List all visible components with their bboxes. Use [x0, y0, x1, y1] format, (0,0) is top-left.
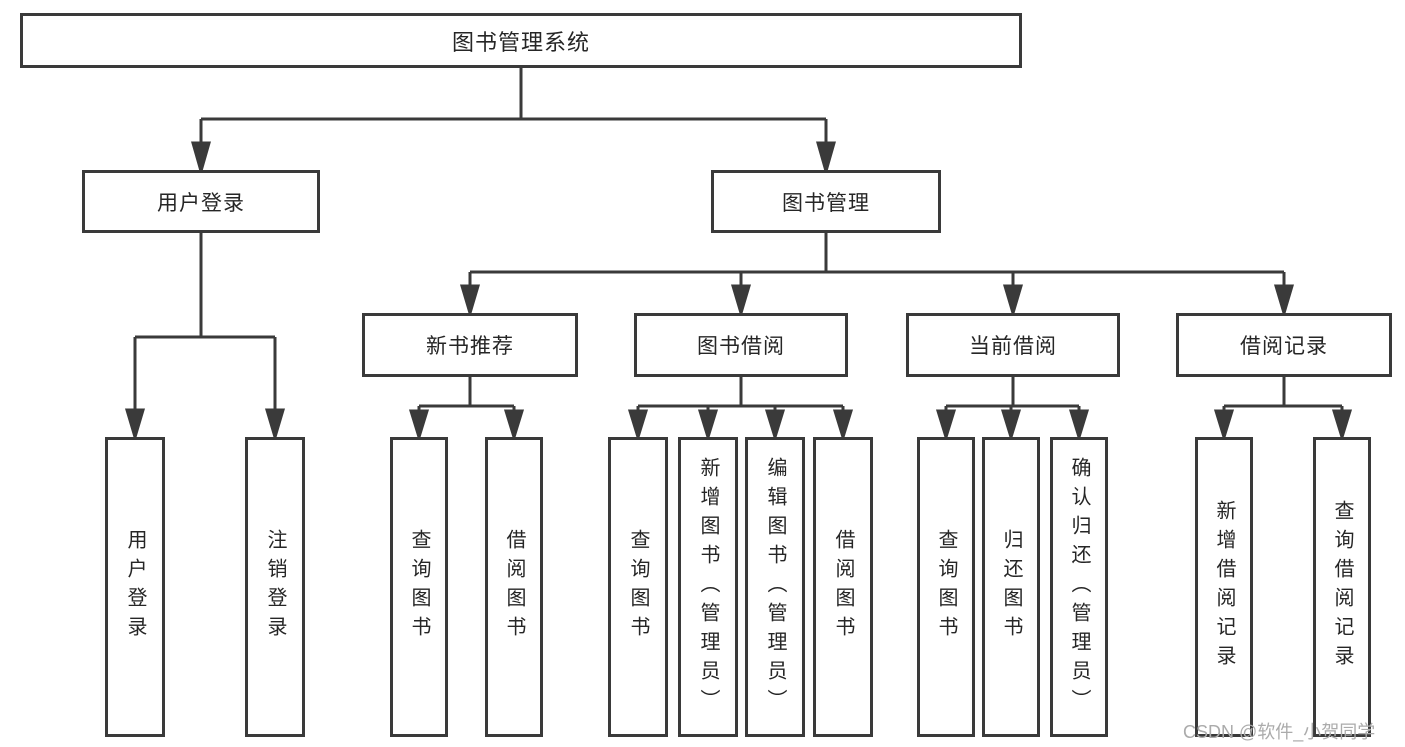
- leaf-label: 新增借阅记录: [1213, 500, 1235, 674]
- connector-borrow-records-to-leaves: [1213, 377, 1353, 443]
- arrowhead: [124, 408, 146, 443]
- node-new-book-recommend: 新书推荐: [362, 313, 578, 377]
- leaf-label: 新增图书（管理员）: [697, 456, 719, 718]
- arrowhead: [459, 284, 481, 319]
- leaf-logout: 注销登录: [245, 437, 305, 737]
- arrowhead: [1273, 284, 1295, 319]
- leaf-confirm-return-admin: 确认归还（管理员）: [1050, 437, 1108, 737]
- leaf-label: 借阅图书: [503, 529, 525, 645]
- node-root-system: 图书管理系统: [20, 13, 1022, 68]
- arrowhead: [1002, 284, 1024, 319]
- node-book-borrow: 图书借阅: [634, 313, 848, 377]
- arrowhead: [408, 409, 430, 443]
- connector-new-book-to-leaves: [408, 377, 525, 443]
- node-borrow-records: 借阅记录: [1176, 313, 1392, 377]
- connector-user-login-to-leaves: [124, 233, 286, 443]
- csdn-watermark: CSDN @软件_小贺同学: [1183, 722, 1376, 742]
- arrowhead: [935, 409, 957, 443]
- leaf-label: 确认归还（管理员）: [1068, 456, 1090, 718]
- arrowhead: [503, 409, 525, 443]
- arrowhead: [697, 409, 719, 443]
- leaf-label: 查询图书: [935, 529, 957, 645]
- leaf-edit-book-admin: 编辑图书（管理员）: [745, 437, 805, 737]
- leaf-add-book-admin: 新增图书（管理员）: [678, 437, 738, 737]
- connector-book-management-to-level3: [459, 233, 1295, 319]
- leaf-label: 查询图书: [408, 529, 430, 645]
- arrowhead: [627, 409, 649, 443]
- leaf-add-borrow-record: 新增借阅记录: [1195, 437, 1253, 737]
- leaf-query-books-borrow: 查询图书: [608, 437, 668, 737]
- arrowhead: [264, 408, 286, 443]
- node-book-management: 图书管理: [711, 170, 941, 233]
- leaf-return-books: 归还图书: [982, 437, 1040, 737]
- leaf-borrow-books-borrow: 借阅图书: [813, 437, 873, 737]
- leaf-user-login: 用户登录: [105, 437, 165, 737]
- arrowhead: [191, 141, 211, 177]
- connector-book-borrow-to-leaves: [627, 377, 854, 443]
- leaf-label: 编辑图书（管理员）: [764, 456, 786, 718]
- arrowhead: [1000, 409, 1022, 443]
- leaf-label: 注销登录: [264, 529, 286, 645]
- arrowhead: [832, 409, 854, 443]
- arrowhead: [1068, 409, 1090, 443]
- connector-root-to-level2: [191, 68, 836, 177]
- arrowhead: [816, 141, 836, 177]
- leaf-query-borrow-record: 查询借阅记录: [1313, 437, 1371, 737]
- leaf-borrow-books-newbook: 借阅图书: [485, 437, 543, 737]
- connector-current-borrow-to-leaves: [935, 377, 1090, 443]
- arrowhead: [764, 409, 786, 443]
- leaf-label: 用户登录: [124, 529, 146, 645]
- leaf-label: 归还图书: [1000, 529, 1022, 645]
- arrowhead: [730, 284, 752, 319]
- leaf-query-books-newbook: 查询图书: [390, 437, 448, 737]
- node-user-login: 用户登录: [82, 170, 320, 233]
- node-current-borrow: 当前借阅: [906, 313, 1120, 377]
- arrowhead: [1213, 409, 1235, 443]
- leaf-label: 查询借阅记录: [1331, 500, 1353, 674]
- arrowhead: [1331, 409, 1353, 443]
- leaf-label: 借阅图书: [832, 529, 854, 645]
- leaf-query-books-current: 查询图书: [917, 437, 975, 737]
- leaf-label: 查询图书: [627, 529, 649, 645]
